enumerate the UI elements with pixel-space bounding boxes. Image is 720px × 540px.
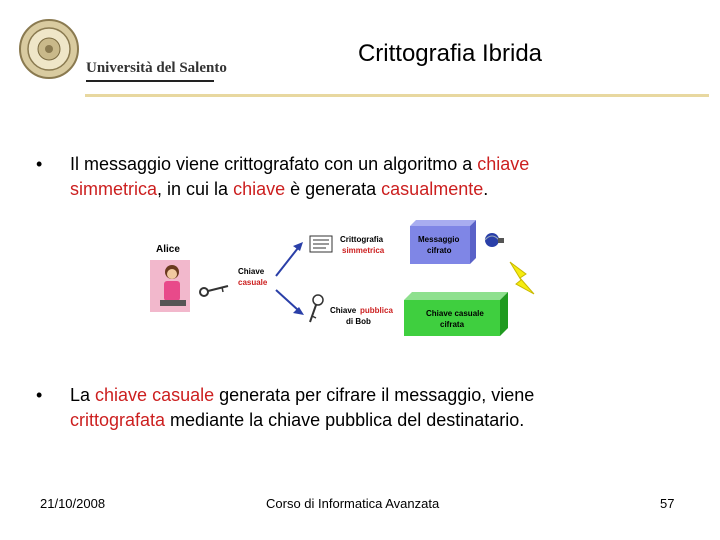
bullet-text-2: La chiave casuale generata per cifrare i…: [70, 383, 670, 433]
highlight-run: crittografata: [70, 410, 166, 430]
text-run: generata per cifrare il messaggio, viene: [214, 385, 535, 405]
bullet-2-line-2: crittografata mediante la chiave pubblic…: [70, 408, 670, 433]
text-run: .: [483, 179, 489, 199]
lightning-icon: [509, 261, 535, 295]
bullet-2-line-1: La chiave casuale generata per cifrare i…: [70, 383, 670, 408]
hybrid-crypto-diagram: Alice Chiave casuale Crittografia simmet…: [150, 220, 535, 336]
text-run: Il messaggio viene crittografato con un …: [70, 154, 478, 174]
footer-course: Corso di Informatica Avanzata: [266, 496, 440, 511]
public-key-label-3: di Bob: [346, 317, 371, 326]
text-run: La: [70, 385, 96, 405]
text-run: , in cui la: [157, 179, 234, 199]
encrypted-message-label-1: Messaggio: [418, 235, 459, 244]
footer-date: 21/10/2008: [40, 496, 106, 511]
arrow-down-icon: [275, 289, 304, 315]
symmetric-crypto-label-2: simmetrica: [342, 246, 385, 255]
highlight-run: chiave: [233, 179, 286, 199]
bullet-1-line-2: simmetrica, in cui la chiave è generata …: [70, 177, 670, 202]
random-key-label-2: casuale: [238, 278, 268, 287]
encrypted-key-box: [404, 292, 508, 336]
encrypted-key-label-2: cifrata: [440, 320, 465, 329]
page-number: 57: [660, 496, 675, 511]
encrypted-message-label-2: cifrato: [427, 246, 452, 255]
bullet-1-line-1: Il messaggio viene crittografato con un …: [70, 152, 670, 177]
encrypted-message-box: [410, 220, 476, 264]
university-seal-icon: [19, 19, 79, 79]
highlight-run: casualmente: [381, 179, 484, 199]
public-key-label-1: Chiave: [330, 306, 357, 315]
page-title: Crittografia Ibrida: [357, 40, 543, 67]
encrypted-key-label-1: Chiave casuale: [426, 309, 484, 318]
text-run: è generata: [285, 179, 382, 199]
highlight-run: chiave: [477, 154, 530, 174]
logo-underline: [86, 80, 214, 82]
header-divider: [85, 94, 709, 97]
bullet-marker: •: [36, 154, 43, 174]
university-name: Università del Salento: [86, 60, 227, 76]
highlight-run: simmetrica: [70, 179, 158, 199]
alice-label: Alice: [156, 244, 180, 255]
symmetric-crypto-label-1: Crittografia: [340, 235, 384, 244]
alice-figure-icon: [150, 260, 190, 312]
text-run: mediante la chiave pubblica del destinat…: [165, 410, 525, 430]
bullet-marker: •: [36, 385, 43, 405]
key-icon: [199, 285, 229, 297]
highlight-run: chiave casuale: [95, 385, 215, 405]
bullet-text-1: Il messaggio viene crittografato con un …: [70, 152, 670, 202]
document-cipher-icon: [309, 235, 333, 253]
public-key-icon: [309, 294, 324, 323]
network-icon: [484, 233, 504, 247]
public-key-label-2: pubblica: [360, 306, 393, 315]
arrow-up-icon: [275, 242, 303, 277]
random-key-label-1: Chiave: [238, 267, 265, 276]
